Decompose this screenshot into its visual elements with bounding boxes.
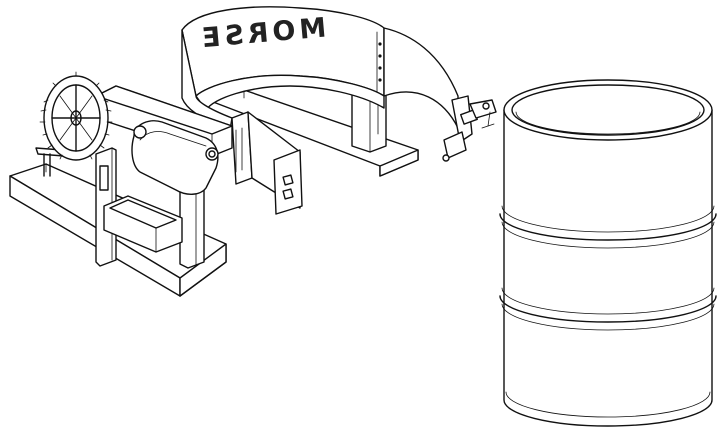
- drum-handler: MORSE: [9, 6, 497, 297]
- gearbox: [131, 120, 219, 195]
- tool-tray: [103, 195, 183, 253]
- belt-clamp-latch: [442, 95, 497, 162]
- drum: [499, 79, 717, 427]
- drum-belt: MORSE: [181, 6, 459, 131]
- belt-bracket-plate: [231, 111, 303, 215]
- handwheel: [39, 71, 113, 161]
